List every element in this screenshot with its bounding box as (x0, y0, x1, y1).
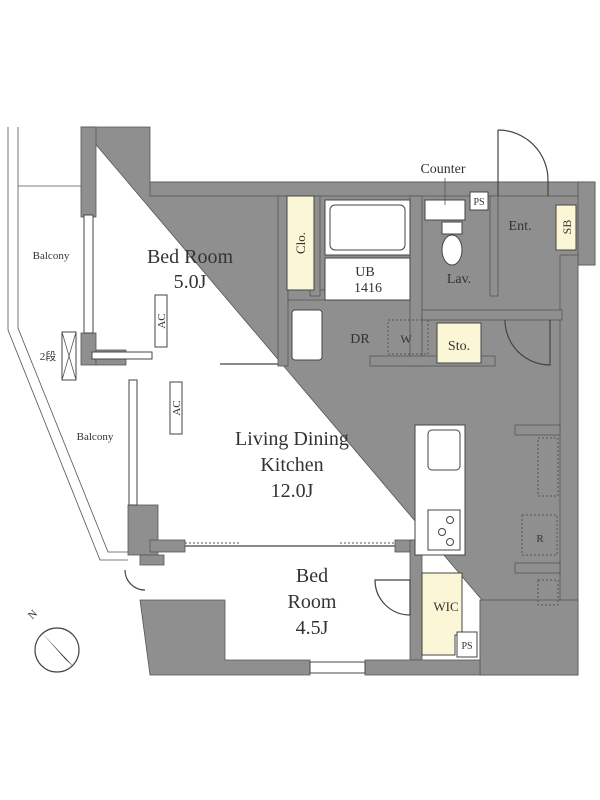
bedroom2-name-2: Room (288, 591, 337, 613)
walls (80, 126, 596, 676)
shoe-box-label: SB (560, 220, 574, 235)
unit-bath-label: UB (355, 265, 374, 280)
ac-label-2: AC (171, 400, 183, 415)
fridge-space (521, 514, 558, 556)
doors (124, 129, 551, 616)
balcony (7, 127, 128, 561)
bathtub-inner (329, 204, 406, 251)
bedroom1-name: Bed Room (147, 246, 234, 268)
bedroom2-size: 4.5J (296, 617, 329, 639)
sink-icon (427, 429, 461, 471)
ps-label-top: PS (473, 197, 484, 208)
washbasin (291, 309, 323, 361)
fixtures (61, 178, 559, 606)
ac-unit-1 (154, 294, 168, 348)
balcony-label-bottom: Balcony (77, 431, 114, 443)
ldk-size: 12.0J (271, 480, 314, 502)
refrigerator-label: R (536, 533, 544, 545)
toilet-bowl (441, 234, 463, 266)
toilet-tank (441, 221, 463, 235)
lavatory-label: Lav. (447, 272, 471, 287)
bedroom2-name-1: Bed (296, 565, 328, 587)
dressing-room-label: DR (350, 332, 370, 347)
shoe-box (555, 204, 577, 251)
washer-space (387, 319, 429, 355)
closet-label: Clo. (293, 232, 308, 254)
closet (286, 195, 315, 291)
ps-box-top (469, 191, 489, 211)
ldk-name-1: Living Dining (235, 428, 349, 450)
north-compass-icon (34, 627, 80, 673)
ldk-name-2: Kitchen (260, 454, 323, 476)
wic-label: WIC (433, 599, 458, 614)
ps-box-bottom (456, 631, 478, 658)
ac-label-1: AC (156, 313, 168, 328)
bath-floor (324, 257, 411, 301)
ps-label-bottom: PS (461, 641, 472, 652)
storage-label: Sto. (448, 339, 470, 354)
shelf (537, 437, 559, 497)
windows (83, 214, 395, 674)
storage (436, 322, 482, 364)
balcony-label-top: Balcony (33, 250, 70, 262)
walk-in-closet (421, 572, 463, 656)
north-label: N (26, 608, 40, 622)
ac-unit-2 (169, 381, 183, 435)
washer-label: W (400, 332, 412, 346)
unit-bath-size: 1416 (354, 281, 382, 296)
shelf (537, 579, 559, 606)
bedroom1-size: 5.0J (174, 271, 207, 293)
entrance-label: Ent. (509, 219, 532, 234)
step-label: 2段 (40, 349, 57, 363)
counter-label: Counter (420, 162, 465, 177)
